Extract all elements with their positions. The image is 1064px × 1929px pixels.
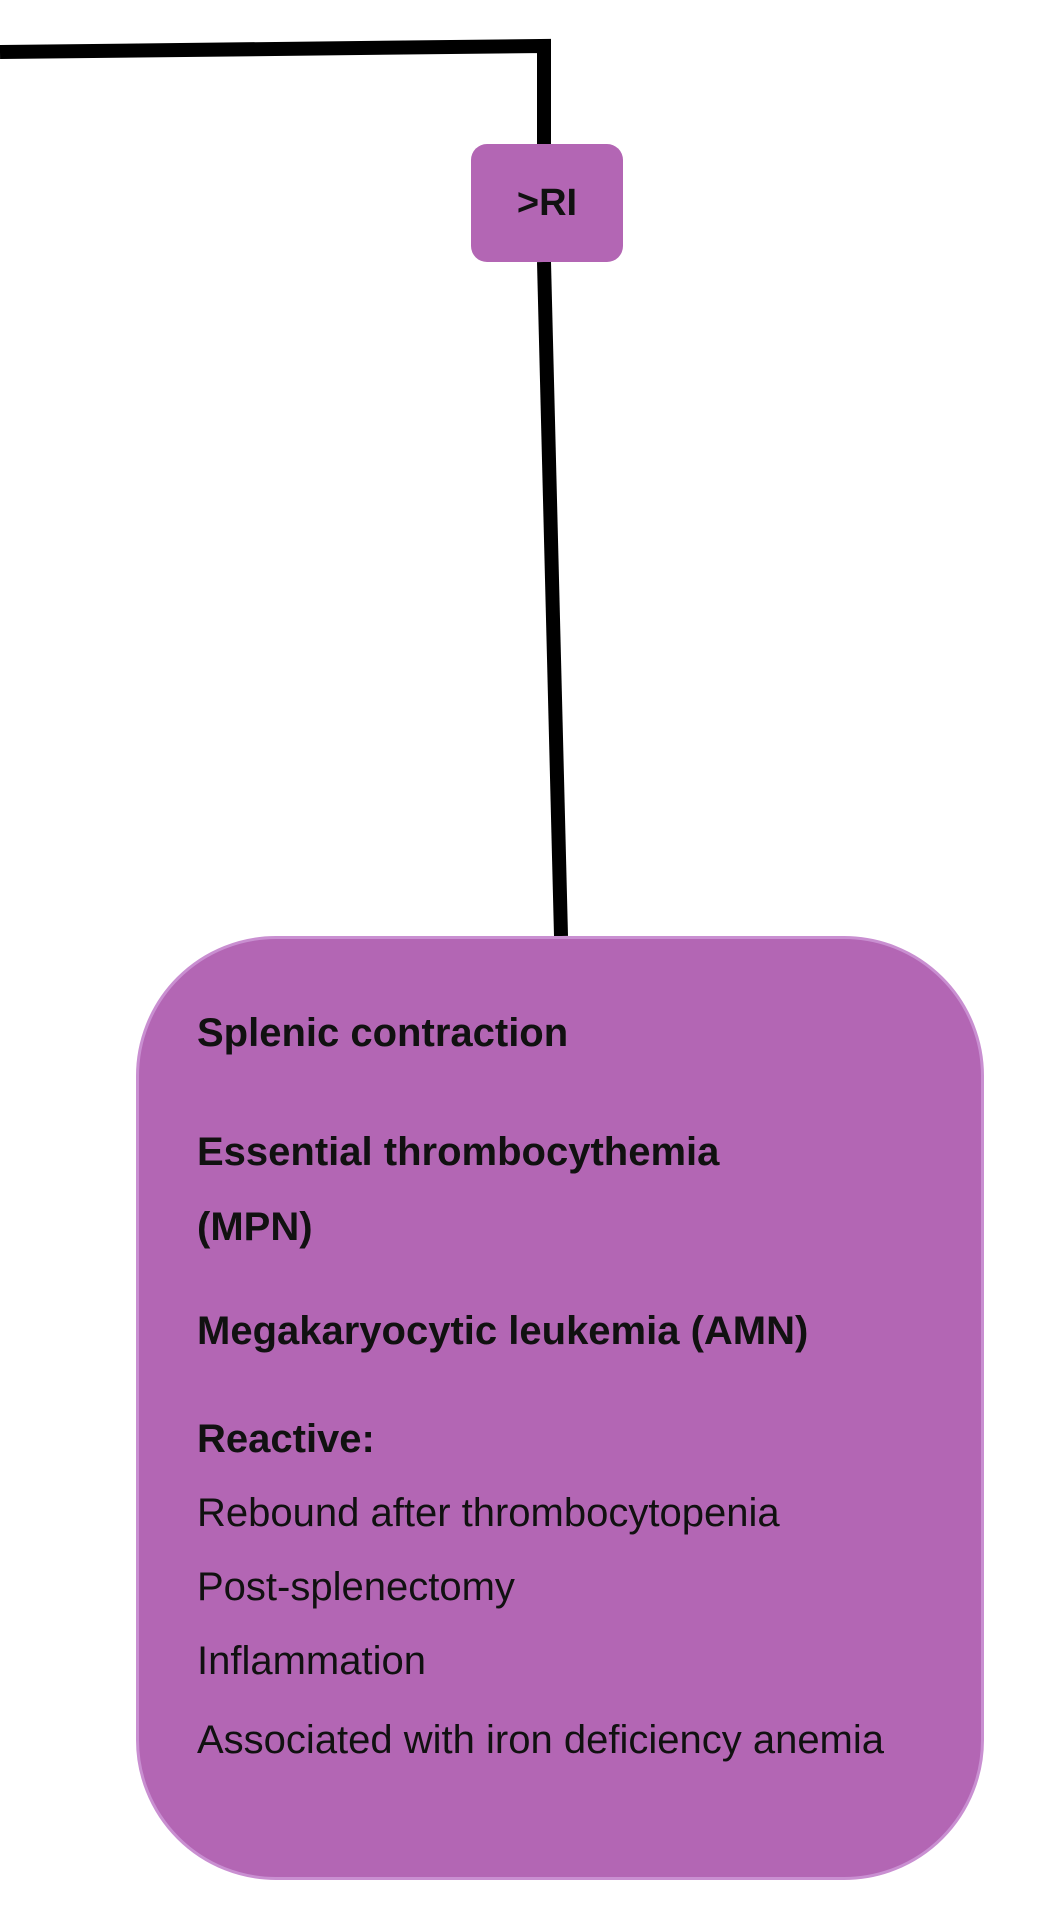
result-box: Splenic contraction Essential thrombocyt…	[136, 936, 984, 1880]
ri-node-label: >RI	[516, 181, 578, 224]
result-item-splenic-contraction: Splenic contraction	[197, 1011, 569, 1055]
result-item-megakaryocytic-leukemia: Megakaryocytic leukemia (AMN)	[197, 1309, 809, 1353]
connector-line-top	[0, 38, 551, 144]
reactive-cause-rebound: Rebound after thrombocytopenia	[197, 1491, 780, 1535]
reactive-cause-iron-deficiency: Associated with iron deficiency anemia	[197, 1718, 885, 1762]
reactive-heading: Reactive:	[197, 1417, 375, 1461]
result-item-essential-thrombocythemia: Essential thrombocythemia (MPN)	[197, 1130, 720, 1249]
reactive-cause-post-splenectomy: Post-splenectomy	[197, 1565, 515, 1609]
ri-node: >RI	[471, 144, 623, 262]
connector-line-to-result	[537, 261, 568, 937]
reactive-cause-inflammation: Inflammation	[197, 1639, 426, 1683]
